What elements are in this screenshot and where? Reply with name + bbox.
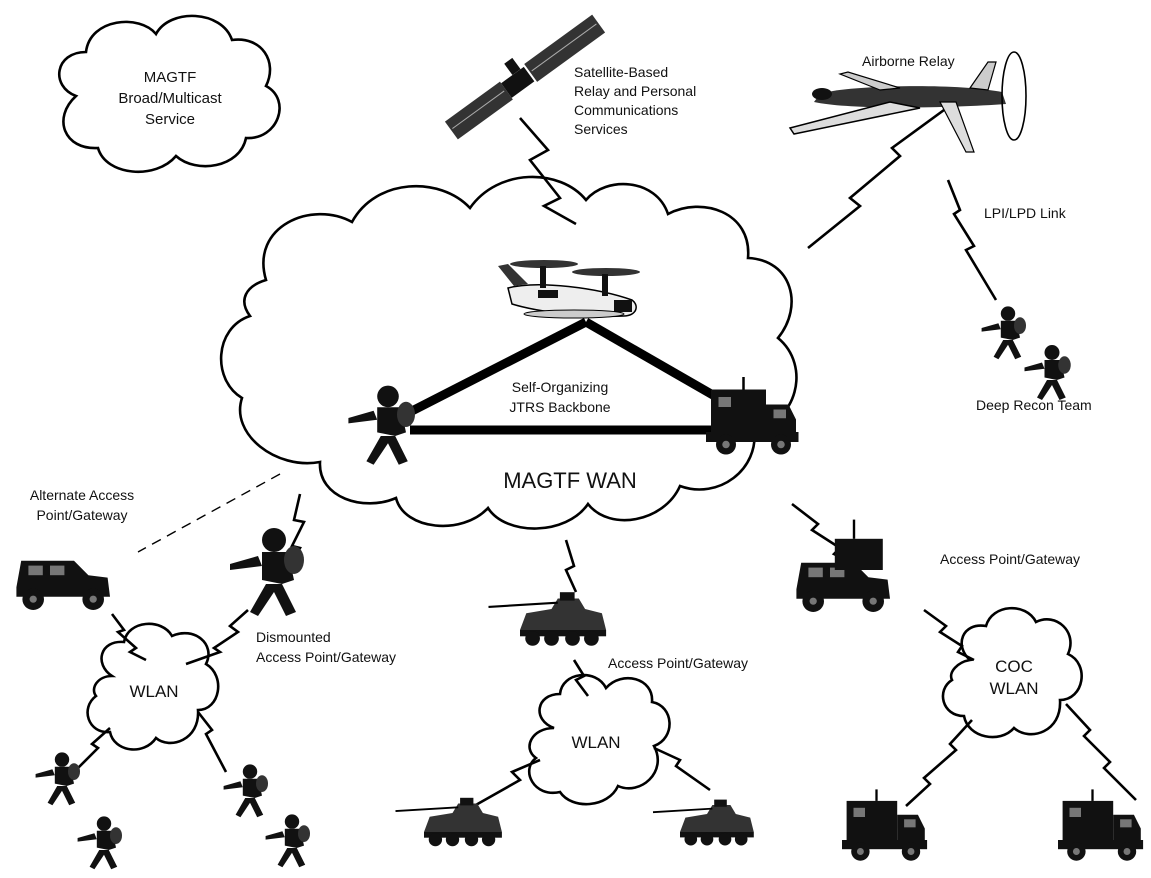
- svg-text:Communications: Communications: [574, 102, 678, 118]
- backbone-link-aircraft-truck: [583, 318, 735, 410]
- soldier-icon-wlan-1: [35, 752, 80, 806]
- soldier-icon-wlan-2: [223, 764, 268, 818]
- label-wlan-center: WLAN: [571, 733, 620, 752]
- armored-vehicle-icon-wlan-2: [652, 798, 755, 847]
- link-wan-uav: [807, 108, 945, 250]
- label-dismounted-access: Dismounted Access Point/Gateway: [256, 629, 396, 665]
- svg-text:JTRS Backbone: JTRS Backbone: [509, 399, 610, 415]
- shelter-truck-icon-coc-2: [1056, 788, 1145, 862]
- link-wlan-left-s1: [75, 727, 111, 771]
- link-coc-truck2: [1065, 703, 1137, 801]
- svg-text:Alternate Access: Alternate Access: [30, 487, 134, 503]
- wlan-center-cloud: [528, 673, 671, 806]
- link-wan-lav-center: [564, 539, 578, 593]
- label-backbone: Self-Organizing JTRS Backbone: [509, 379, 610, 415]
- link-lpi-lpd: [946, 179, 998, 301]
- link-wlan-left-s2: [196, 711, 228, 773]
- humvee-icon-alternate: [16, 560, 111, 610]
- svg-text:WLAN: WLAN: [989, 679, 1038, 698]
- link-lav-wlan-center: [572, 659, 590, 697]
- armored-vehicle-icon-gateway: [487, 591, 608, 647]
- label-wlan-left: WLAN: [129, 682, 178, 701]
- humvee-icon-access-right: [796, 519, 890, 612]
- link-wlan-center-v1: [473, 758, 541, 808]
- svg-text:Relay and Personal: Relay and Personal: [574, 83, 696, 99]
- link-humvee-wlan: [110, 613, 147, 662]
- label-coc-wlan: COC WLAN: [989, 657, 1038, 698]
- label-magtf-wan: MAGTF WAN: [503, 468, 637, 493]
- soldier-icon-wlan-4: [265, 814, 310, 868]
- svg-text:Access Point/Gateway: Access Point/Gateway: [256, 649, 396, 665]
- soldier-icon-recon-1: [981, 306, 1026, 360]
- svg-text:Satellite-Based: Satellite-Based: [574, 64, 668, 80]
- link-wlan-center-v2: [653, 746, 711, 792]
- svg-text:Self-Organizing: Self-Organizing: [512, 379, 609, 395]
- link-coc-truck1: [905, 719, 973, 807]
- magtf-broadcast-cloud: [58, 14, 281, 174]
- soldier-icon-wlan-3: [77, 816, 122, 870]
- uav-icon: [788, 51, 1027, 153]
- svg-text:Point/Gateway: Point/Gateway: [36, 507, 127, 523]
- label-alternate-access: Alternate Access Point/Gateway: [30, 487, 134, 523]
- label-access-right: Access Point/Gateway: [940, 551, 1080, 567]
- label-airborne-relay: Airborne Relay: [862, 53, 955, 69]
- link-alternate-dashed: [137, 473, 281, 553]
- svg-text:MAGTF: MAGTF: [144, 69, 197, 86]
- label-magtf-broadcast: MAGTF Broad/Multicast Service: [118, 69, 222, 128]
- wlan-left-cloud: [86, 622, 220, 751]
- svg-text:Service: Service: [145, 111, 195, 128]
- link-dismounted-wlan: [185, 609, 249, 666]
- armored-vehicle-icon-wlan-1: [394, 796, 503, 848]
- label-satellite: Satellite-Based Relay and Personal Commu…: [574, 64, 696, 137]
- svg-text:Services: Services: [574, 121, 628, 137]
- backbone-link-soldier-aircraft: [407, 317, 589, 417]
- soldier-icon-recon-2: [1024, 345, 1071, 400]
- label-access-center: Access Point/Gateway: [608, 655, 748, 671]
- magtf-wan-cloud: [219, 175, 798, 530]
- tiltrotor-aircraft-icon: [498, 260, 640, 319]
- label-lpi-link: LPI/LPD Link: [984, 205, 1067, 221]
- svg-text:COC: COC: [995, 657, 1033, 676]
- link-satellite-wan: [519, 117, 577, 226]
- label-deep-recon: Deep Recon Team: [976, 397, 1092, 413]
- soldier-icon-dismounted: [230, 528, 304, 616]
- link-truck-coc: [923, 608, 975, 662]
- svg-text:Broad/Multicast: Broad/Multicast: [118, 90, 222, 107]
- satellite-icon: [444, 14, 606, 140]
- coc-wlan-cloud: [941, 606, 1083, 739]
- svg-text:Dismounted: Dismounted: [256, 629, 331, 645]
